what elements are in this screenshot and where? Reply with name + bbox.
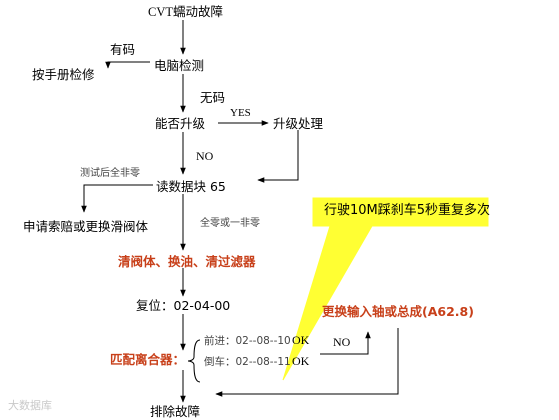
node-match-clutch: 匹配离合器： bbox=[110, 352, 186, 367]
node-computer-check: 电脑检测 bbox=[154, 58, 205, 73]
label-forward-ok: OK bbox=[292, 333, 310, 347]
node-upgrade-process: 升级处理 bbox=[273, 116, 324, 131]
node-reverse: 倒车：02--08--11 bbox=[204, 356, 291, 368]
node-manual-repair: 按手册检修 bbox=[32, 67, 95, 82]
node-claim-valve: 申请索赔或更换滑阀体 bbox=[23, 219, 149, 234]
node-start: CVT蠕动故障 bbox=[148, 5, 224, 19]
arrow-replace-to-end bbox=[215, 328, 399, 397]
callout-shape bbox=[282, 197, 489, 381]
match-bracket bbox=[187, 339, 201, 383]
watermark: 大数据库 bbox=[8, 399, 52, 412]
arrow-read-to-claim bbox=[81, 184, 153, 213]
node-end: 排除故障 bbox=[150, 404, 201, 419]
label-all-zero: 全零或一非零 bbox=[200, 218, 260, 229]
label-reverse-ok: OK bbox=[292, 354, 310, 368]
callout-text: 行驶10M踩刹车5秒重复多次 bbox=[324, 203, 491, 218]
node-can-upgrade: 能否升级 bbox=[155, 116, 206, 131]
label-test-nonzero: 测试后全非零 bbox=[80, 168, 140, 179]
node-read-block: 读数据块 65 bbox=[156, 179, 226, 194]
label-has-code: 有码 bbox=[110, 42, 136, 57]
label-yes: YES bbox=[230, 107, 251, 119]
label-no-1: NO bbox=[196, 149, 214, 163]
arrow-upgrade-back-to-read bbox=[257, 130, 299, 183]
node-replace-shaft: 更换输入轴或总成(A62.8) bbox=[322, 304, 474, 319]
arrow-check-to-manual bbox=[105, 61, 150, 69]
arrow-no-to-replace bbox=[320, 331, 371, 355]
label-no-code: 无码 bbox=[200, 90, 226, 105]
node-forward: 前进：02--08--10 bbox=[204, 335, 291, 347]
label-no-2: NO bbox=[333, 335, 351, 349]
node-clean-valve: 清阀体、换油、清过滤器 bbox=[118, 254, 256, 269]
node-reset: 复位：02-04-00 bbox=[136, 298, 231, 313]
